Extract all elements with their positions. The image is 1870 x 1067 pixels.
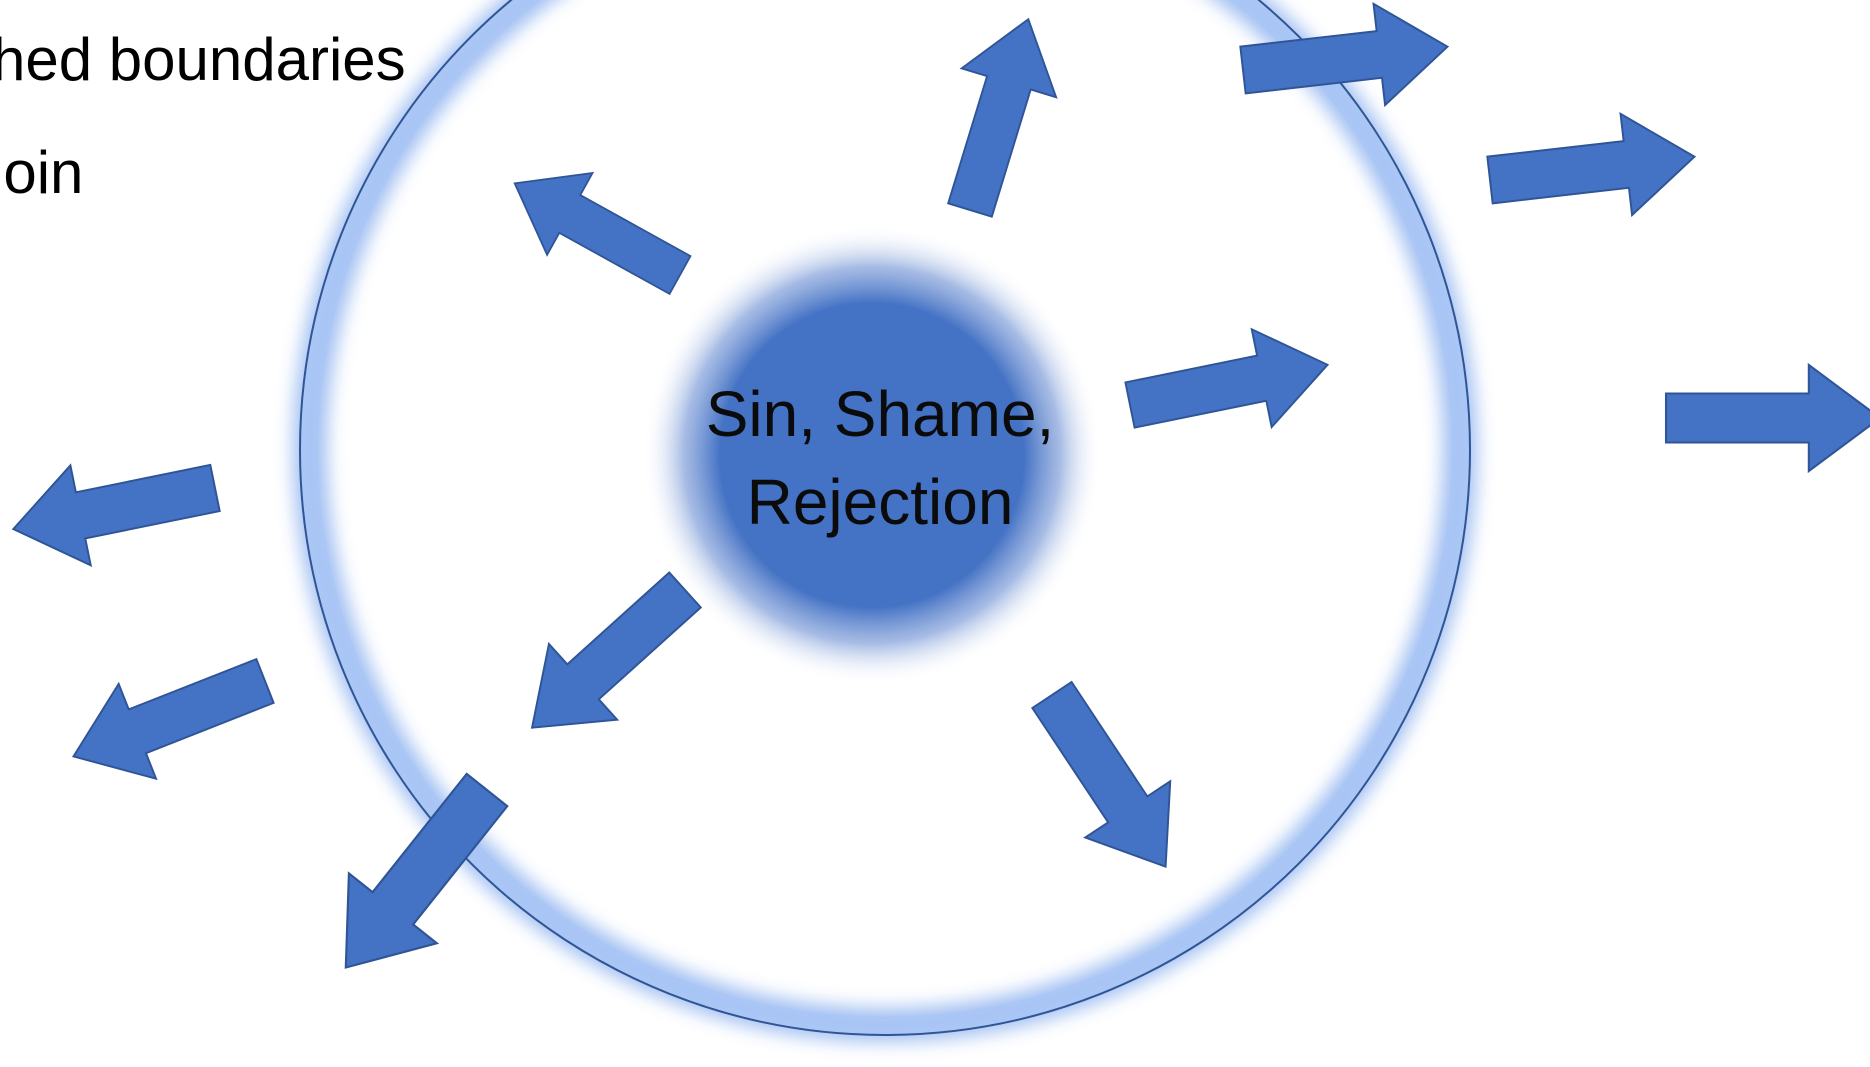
core-circle [642, 225, 1102, 685]
arrow-icon [491, 141, 704, 317]
arrow-icon [1119, 314, 1339, 455]
core-label: Sin, Shame, Rejection [680, 370, 1080, 546]
bullet-text-join: join [0, 139, 84, 206]
arrow-icon [2, 437, 227, 580]
boundary-ring-inner-glow [300, 0, 1470, 1035]
arrow-icon [1008, 665, 1210, 896]
core-label-line2: Rejection [746, 466, 1014, 538]
arrow-icon [1483, 105, 1702, 232]
arrow-icon [921, 3, 1077, 226]
core-label-line1: Sin, Shame, [705, 378, 1055, 450]
bullet-text-boundaries: hed boundaries [0, 26, 406, 93]
arrow-icon [1664, 363, 1870, 473]
arrow-icon [53, 632, 285, 805]
boundary-ring-line [299, 0, 1471, 1036]
